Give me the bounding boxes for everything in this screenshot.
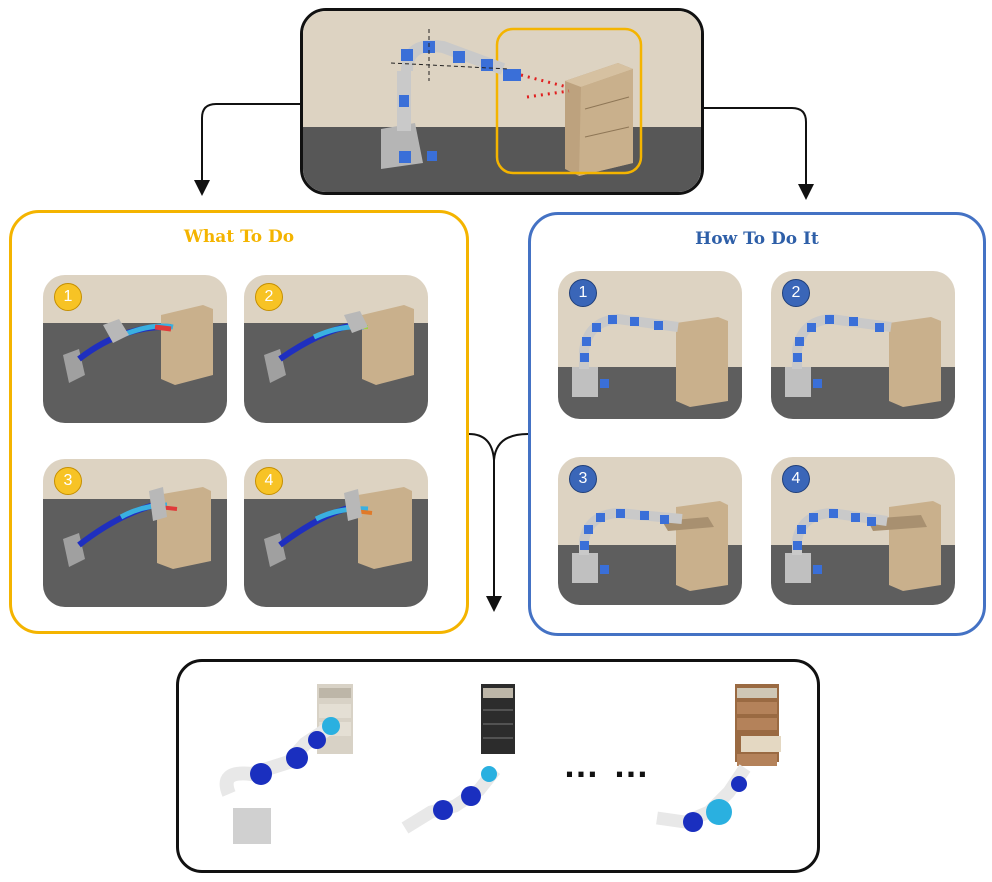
step-badge: 3 xyxy=(569,465,597,493)
what-step-2-image: 2 xyxy=(244,275,428,423)
example-2-robot-cabinet-icon xyxy=(401,684,515,834)
arrow-to-how xyxy=(704,107,814,200)
what-step-3-image: 3 xyxy=(43,459,227,607)
step-badge: 2 xyxy=(782,279,810,307)
example-3-robot-cabinet-icon xyxy=(656,684,781,832)
what-to-do-panel: What To Do 1 2 xyxy=(9,210,469,634)
what-to-do-title: What To Do xyxy=(183,227,295,247)
top-scene-image xyxy=(300,8,704,195)
step-badge: 3 xyxy=(54,467,82,495)
cabinet-icon xyxy=(565,63,633,176)
how-step-2-image: 2 xyxy=(771,271,955,419)
step-badge: 4 xyxy=(255,467,283,495)
target-highlight-box xyxy=(495,27,643,175)
step-badge: 1 xyxy=(569,279,597,307)
step-badge: 2 xyxy=(255,283,283,311)
generalization-examples-box: … … xyxy=(176,659,820,873)
step-badge: 4 xyxy=(782,465,810,493)
how-to-do-it-title: How To Do It xyxy=(695,229,819,249)
example-1-robot-cabinet-icon xyxy=(219,684,353,844)
step-badge: 1 xyxy=(54,283,82,311)
how-step-4-image: 4 xyxy=(771,457,955,605)
how-step-3-image: 3 xyxy=(558,457,742,605)
how-to-do-it-panel: How To Do It 1 2 xyxy=(528,212,986,636)
arrow-to-what xyxy=(194,103,300,196)
how-step-1-image: 1 xyxy=(558,271,742,419)
arrow-merge-to-bottom xyxy=(468,433,502,612)
robot-arm-icon xyxy=(381,29,521,169)
what-step-1-image: 1 xyxy=(43,275,227,423)
ellipsis-more-examples: … … xyxy=(563,744,652,785)
what-step-4-image: 4 xyxy=(244,459,428,607)
